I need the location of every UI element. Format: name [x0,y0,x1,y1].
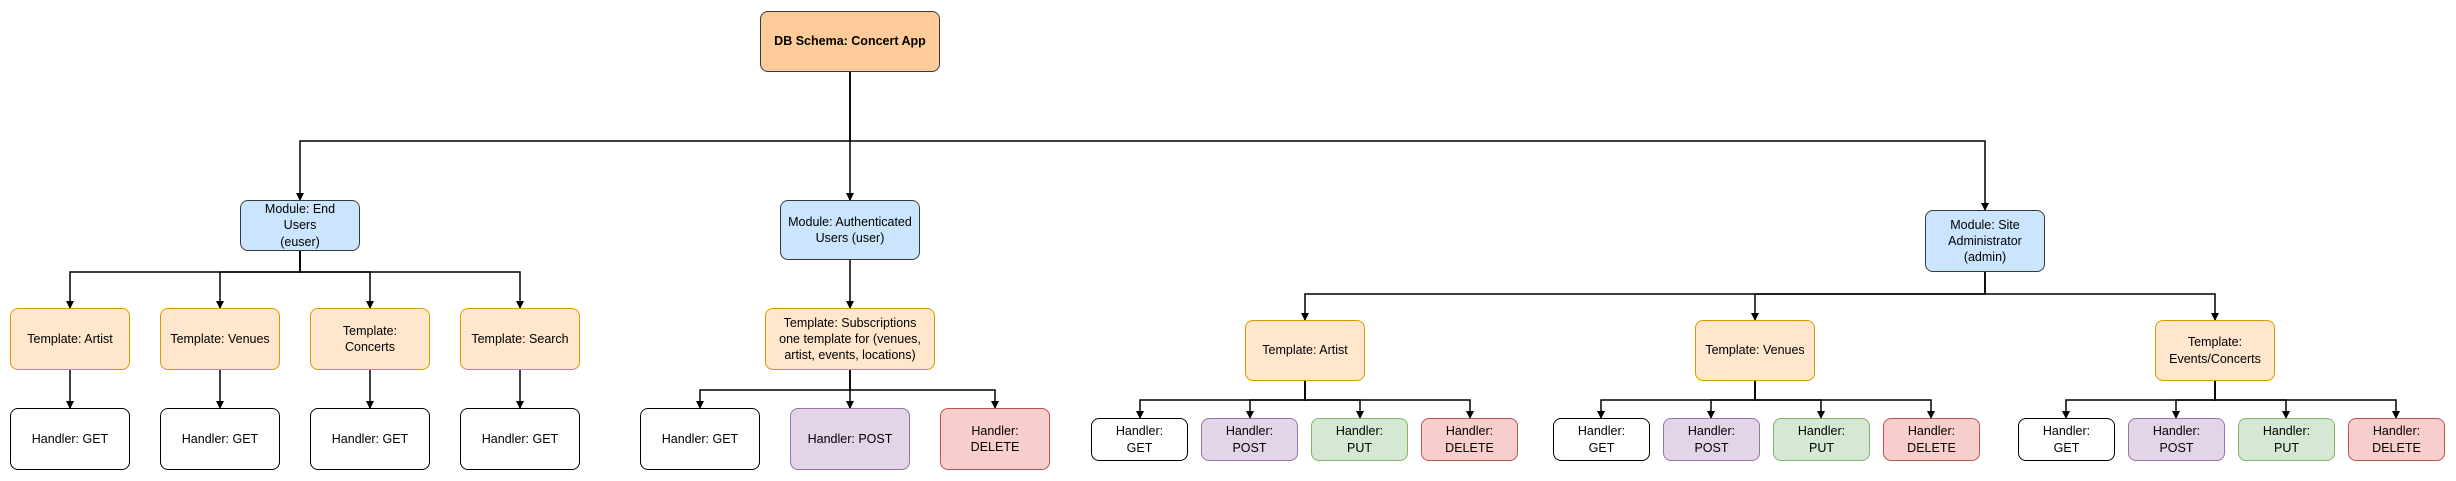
edge-euser-to-search [299,251,524,309]
edge-subscriptions-to-get [696,370,851,409]
template-user-subscriptions-label: Template: Subscriptions one template for… [779,315,921,363]
handler-euser-concerts-get-label: Handler: GET [331,431,409,446]
edge-admin-to-events [1984,272,2219,321]
template-euser-artist-label: Template: Artist [27,331,113,346]
handler-admin-venues-delete-label: Handler: DELETE [1907,424,1956,455]
handler-user-delete: Handler: DELETE [940,408,1050,470]
handler-admin-events-get: Handler: GET [2018,418,2115,461]
template-euser-concerts: Template: Concerts [310,308,430,370]
module-end-users: Module: End Users (euser) [240,200,360,251]
handler-admin-artist-put: Handler: PUT [1311,418,1408,461]
handler-user-get: Handler: GET [640,408,760,470]
template-euser-search-label: Template: Search [471,331,569,346]
edge-admin-to-artist [1301,272,1986,321]
handler-admin-venues-post-label: Handler: POST [1687,424,1736,455]
handler-user-post-label: Handler: POST [807,431,893,446]
template-euser-artist: Template: Artist [10,308,130,370]
handler-admin-artist-get-label: Handler: GET [1115,424,1164,455]
edge-admin-to-venues [1751,272,1986,321]
edge-root-to-admin [849,72,1989,211]
handler-admin-artist-put-label: Handler: PUT [1335,424,1384,455]
template-euser-concerts-label: Template: Concerts [342,323,398,354]
handler-admin-events-delete: Handler: DELETE [2348,418,2445,461]
handler-admin-venues-get: Handler: GET [1553,418,1650,461]
handler-euser-search-get-label: Handler: GET [481,431,559,446]
edge-admin-artist-to-delete [1304,381,1474,419]
template-euser-search: Template: Search [460,308,580,370]
handler-euser-artist-get-label: Handler: GET [31,431,109,446]
template-user-subscriptions: Template: Subscriptions one template for… [765,308,935,370]
handler-euser-venues-get: Handler: GET [160,408,280,470]
module-site-administrator-label: Module: Site Administrator (admin) [1948,217,2022,265]
template-admin-venues-label: Template: Venues [1705,343,1805,358]
root-node: DB Schema: Concert App [760,11,940,72]
template-admin-venues: Template: Venues [1695,320,1815,381]
template-admin-events-concerts: Template: Events/Concerts [2155,320,2275,381]
handler-user-post: Handler: POST [790,408,910,470]
handler-admin-artist-post: Handler: POST [1201,418,1298,461]
handler-admin-venues-delete: Handler: DELETE [1883,418,1980,461]
edge-admin-artist-to-post [1246,381,1306,419]
handler-euser-concerts-get: Handler: GET [310,408,430,470]
handler-admin-venues-put-label: Handler: PUT [1797,424,1846,455]
edge-admin-events-to-post [2172,381,2216,419]
edge-euser-to-artist [66,251,301,309]
module-authenticated-users-label: Module: Authenticated Users (user) [788,214,912,245]
handler-admin-events-get-label: Handler: GET [2042,424,2091,455]
edge-root-to-euser [296,72,851,201]
handler-admin-events-delete-label: Handler: DELETE [2372,424,2421,455]
handler-euser-venues-get-label: Handler: GET [181,431,259,446]
edge-admin-venues-to-post [1707,381,1756,419]
module-site-administrator: Module: Site Administrator (admin) [1925,210,2045,272]
handler-admin-venues-put: Handler: PUT [1773,418,1870,461]
edge-euser-to-concerts [299,251,374,309]
handler-admin-venues-get-label: Handler: GET [1577,424,1626,455]
handler-admin-artist-delete-label: Handler: DELETE [1445,424,1494,455]
handler-admin-events-put: Handler: PUT [2238,418,2335,461]
template-admin-artist: Template: Artist [1245,320,1365,381]
template-euser-venues: Template: Venues [160,308,280,370]
template-euser-venues-label: Template: Venues [170,331,270,346]
template-admin-artist-label: Template: Artist [1262,343,1348,358]
edge-admin-venues-to-delete [1754,381,1935,419]
handler-euser-search-get: Handler: GET [460,408,580,470]
module-end-users-label: Module: End Users (euser) [264,202,336,249]
root-node-label: DB Schema: Concert App [774,34,926,49]
handler-admin-events-post: Handler: POST [2128,418,2225,461]
handler-admin-artist-post-label: Handler: POST [1225,424,1274,455]
handler-euser-artist-get: Handler: GET [10,408,130,470]
edge-euser-to-venues [216,251,301,309]
handler-admin-artist-get: Handler: GET [1091,418,1188,461]
handler-admin-events-post-label: Handler: POST [2152,424,2201,455]
edge-admin-events-to-delete [2214,381,2400,419]
handler-user-get-label: Handler: GET [661,431,739,446]
handler-admin-venues-post: Handler: POST [1663,418,1760,461]
handler-admin-events-put-label: Handler: PUT [2262,424,2311,455]
module-authenticated-users: Module: Authenticated Users (user) [780,200,920,260]
template-admin-events-concerts-label: Template: Events/Concerts [2169,335,2261,366]
handler-user-delete-label: Handler: DELETE [970,423,1020,454]
edge-subscriptions-to-delete [849,370,999,409]
handler-admin-artist-delete: Handler: DELETE [1421,418,1518,461]
